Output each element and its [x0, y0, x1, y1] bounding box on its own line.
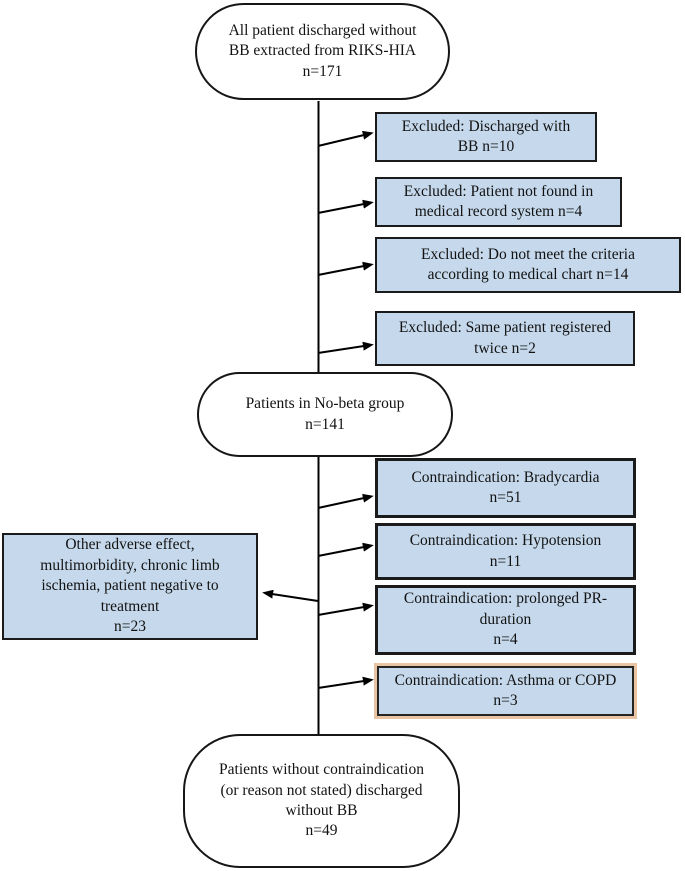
- arrow-to-contraindication-1: [317, 493, 374, 509]
- node-excluded-criteria-not-met: Excluded: Do not meet the criteria accor…: [375, 237, 681, 293]
- node-excluded-3-text: Excluded: Do not meet the criteria accor…: [421, 245, 635, 283]
- node-contraindication-2-text: Contraindication: Hypotension n=11: [409, 532, 602, 570]
- node-other-reasons-text: Other adverse effect, multimorbidity, ch…: [40, 536, 220, 636]
- arrow-to-contraindication-3: [317, 602, 374, 616]
- node-contraindication-1-text: Contraindication: Bradycardia n=51: [411, 468, 600, 506]
- node-final-text: Patients without contraindication (or re…: [219, 761, 424, 840]
- node-excluded-2-text: Excluded: Patient not found in medical r…: [403, 182, 594, 220]
- node-contraindication-4-text: Contraindication: Asthma or COPD n=3: [394, 671, 617, 709]
- arrow-to-excluded-1: [317, 130, 374, 147]
- node-contraindication-asthma-copd: Contraindication: Asthma or COPD n=3: [377, 666, 634, 716]
- arrow-to-other-reasons: [262, 589, 319, 602]
- node-excluded-not-found: Excluded: Patient not found in medical r…: [375, 177, 622, 227]
- node-excluded-registered-twice: Excluded: Same patient registered twice …: [375, 311, 635, 366]
- node-source-text: All patient discharged without BB extrac…: [228, 21, 417, 80]
- node-excluded-1-text: Excluded: Discharged with BB n=10: [401, 117, 571, 155]
- node-final-population: Patients without contraindication (or re…: [183, 734, 460, 868]
- arrow-to-excluded-2: [317, 199, 374, 214]
- node-other-adverse-reasons: Other adverse effect, multimorbidity, ch…: [2, 533, 258, 640]
- node-contraindication-3-text: Contraindication: prolonged PR- duration…: [403, 590, 608, 649]
- node-source-population: All patient discharged without BB extrac…: [195, 3, 450, 100]
- arrow-to-contraindication-4: [317, 676, 374, 689]
- arrow-to-excluded-3: [317, 261, 374, 276]
- node-excluded-4-text: Excluded: Same patient registered twice …: [398, 319, 612, 357]
- node-no-beta-group: Patients in No-beta group n=141: [197, 372, 453, 457]
- node-contraindication-bradycardia: Contraindication: Bradycardia n=51: [375, 458, 636, 518]
- arrow-to-excluded-4: [317, 341, 374, 354]
- arrow-to-contraindication-2: [317, 542, 374, 557]
- node-contraindication-hypotension: Contraindication: Hypotension n=11: [375, 523, 636, 580]
- node-no-beta-text: Patients in No-beta group n=141: [245, 395, 405, 433]
- node-excluded-discharged-with-bb: Excluded: Discharged with BB n=10: [375, 112, 597, 162]
- node-contraindication-prolonged-pr: Contraindication: prolonged PR- duration…: [375, 585, 636, 655]
